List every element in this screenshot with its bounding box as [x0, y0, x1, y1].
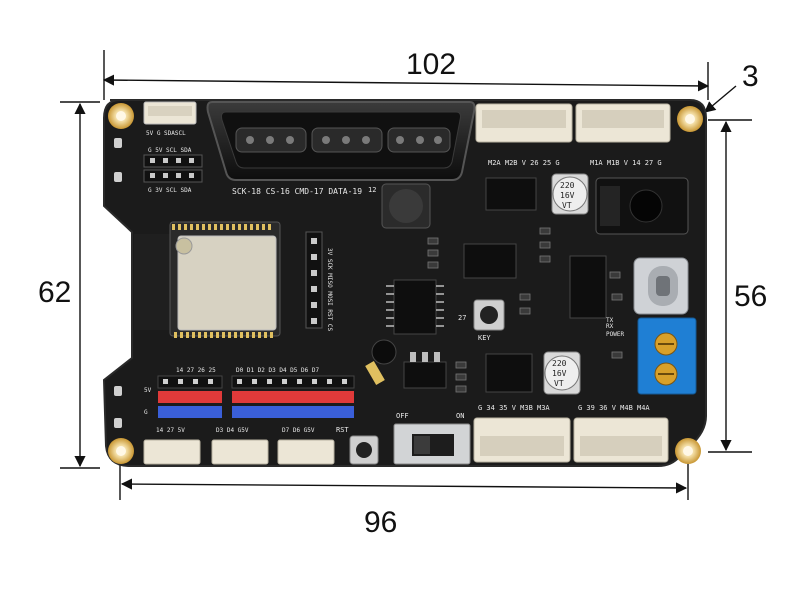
- motor-connectors-top: M2A M2B V 26 25 G M1A M1B V 14 27 G: [475, 103, 671, 167]
- tx-label: TX: [606, 317, 614, 324]
- ps2-pin-label: SCK-18 CS-16 CMD-17 DATA-19: [232, 187, 362, 196]
- io-row-left-label: 14 27 26 25: [176, 367, 216, 374]
- servo-group-b-label: D3 D4 G5V: [216, 427, 249, 434]
- bottom-width-label: 96: [364, 506, 398, 539]
- status-leds: POWER TX RX: [606, 317, 624, 338]
- spi-pin-label: 3V SCK MISO MOSI RST CS: [326, 248, 333, 331]
- driver-ics-top: [463, 177, 607, 319]
- esp32-module: [134, 221, 281, 338]
- cap-top-voltage: 16V: [560, 191, 575, 200]
- dc-power-jack: [595, 177, 689, 235]
- motor-a-label: M2A M2B V 26 25 G: [488, 159, 560, 167]
- rst-label: RST: [336, 426, 349, 434]
- ps2-socket: SCK-18 CS-16 CMD-17 DATA-19: [206, 101, 476, 196]
- voltage-regulator: [403, 352, 447, 389]
- i2c-header-bottom-label: G 3V SCL SDA: [148, 187, 192, 194]
- io-headers: 14 27 26 25 D0 D1 D2 D3 D4 D5 D6 D7 5V G: [144, 367, 355, 418]
- top-width-label: 102: [406, 48, 457, 81]
- usb-c-port: [633, 257, 689, 315]
- key-button: KEY 27: [458, 299, 505, 342]
- motor-c-label: G 34 35 V M3B M3A: [478, 404, 550, 412]
- hole-offset-label: 3: [742, 60, 759, 93]
- i2c-headers: G 5V SCL SDA G 3V SCL SDA: [143, 147, 203, 194]
- rail-5v-label: 5V: [144, 387, 152, 394]
- io-row-right-label: D0 D1 D2 D3 D4 D5 D6 D7: [236, 367, 319, 374]
- right-height-label: 56: [734, 280, 768, 313]
- motor-connectors-bottom: G 34 35 V M3B M3A G 39 36 V M4B M4A: [473, 404, 669, 463]
- inductor: 12: [368, 183, 431, 229]
- label-27: 27: [458, 314, 466, 322]
- cap-bottom-value: 220: [552, 359, 567, 368]
- left-height-label: 62: [38, 276, 72, 309]
- cap-bottom-brand: VT: [554, 379, 564, 388]
- driver-ic-bottom: [485, 353, 533, 393]
- cap-bottom-voltage: 16V: [552, 369, 567, 378]
- transistor: [365, 339, 397, 386]
- power-label: POWER: [606, 331, 624, 338]
- on-label: ON: [456, 412, 464, 420]
- i2c-connector-top: 5V G SDASCL: [143, 101, 197, 137]
- cap-top-brand: VT: [562, 201, 572, 210]
- rail-g-label: G: [144, 409, 148, 416]
- i2c-top-label: 5V G SDASCL: [146, 130, 186, 137]
- label-12: 12: [368, 186, 376, 194]
- reset-button: RST: [336, 426, 379, 465]
- servo-group-c-label: D7 D6 G5V: [282, 427, 315, 434]
- capacitor-top: 220 16V VT: [551, 173, 589, 215]
- i2c-header-top-label: G 5V SCL SDA: [148, 147, 192, 154]
- power-switch: OFF ON: [393, 412, 471, 465]
- spi-header: 3V SCK MISO MOSI RST CS: [305, 231, 333, 331]
- off-label: OFF: [396, 412, 409, 420]
- smd-components: [427, 227, 623, 393]
- cap-top-value: 220: [560, 181, 575, 190]
- key-label: KEY: [478, 334, 491, 342]
- servo-connectors: 14 27 5V D3 D4 G5V D7 D6 G5V: [143, 427, 335, 465]
- motor-d-label: G 39 36 V M4B M4A: [578, 404, 650, 412]
- capacitor-bottom: 220 16V VT: [543, 351, 581, 395]
- servo-group-a-label: 14 27 5V: [156, 427, 185, 434]
- motor-b-label: M1A M1B V 14 27 G: [590, 159, 662, 167]
- rx-label: RX: [606, 323, 614, 330]
- edge-leds: [114, 138, 122, 428]
- main-ic: [386, 279, 444, 335]
- power-terminal-block: [637, 317, 697, 395]
